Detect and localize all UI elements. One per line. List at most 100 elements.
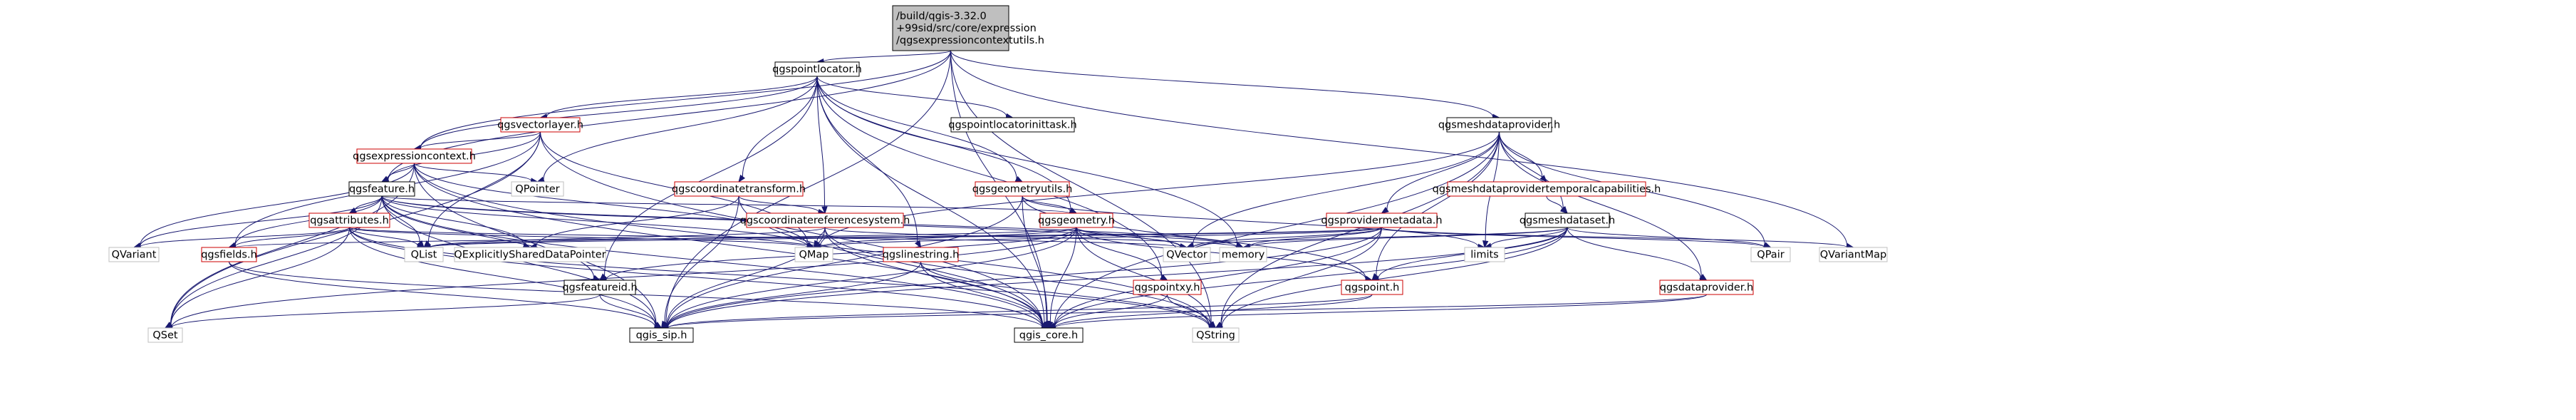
edge-qgslinestring-to-qgis_core <box>920 261 1050 329</box>
edge-qgsmeshdataprovider-to-qgsmeshdataset <box>1499 131 1568 215</box>
node-label: QPair <box>1757 250 1784 261</box>
edge-line <box>1054 294 1168 327</box>
node-qgsgeometryutils[interactable]: qgsgeometryutils.h <box>972 181 1073 197</box>
edge-line <box>742 76 818 177</box>
node-box <box>1447 181 1646 197</box>
edge-line <box>349 227 809 248</box>
node-label: QExplicitlySharedDataPointer <box>454 250 606 261</box>
node-qgspointlocatorinittask[interactable]: qgspointlocatorinittask.h <box>948 117 1077 133</box>
edge-line <box>540 131 1044 326</box>
edge-line <box>920 261 1044 325</box>
node-qgis_sip[interactable]: qgis_sip.h <box>629 327 694 343</box>
node-qgscoordinatetransform[interactable]: qgscoordinatetransform.h <box>672 181 806 197</box>
node-root[interactable]: /build/qgis-3.32.0+99sid/src/core/expres… <box>892 5 1044 51</box>
edge-qgsdataprovider-to-qgis_core <box>1047 294 1707 331</box>
edge-line <box>1386 131 1500 210</box>
node-qgspointlocator[interactable]: qgspointlocator.h <box>772 61 862 77</box>
node-box <box>975 181 1070 197</box>
node-label: qgsexpressioncontext.h <box>353 151 476 163</box>
edge-qgslinestring-to-QString <box>920 261 1217 330</box>
edge-line <box>816 76 1017 179</box>
node-QMap: QMap <box>794 247 833 262</box>
edge-line <box>1054 294 1707 328</box>
edge-line <box>665 50 951 324</box>
node-qgsmeshdataset[interactable]: qgsmeshdataset.h <box>1520 212 1615 228</box>
node-qgslinestring[interactable]: qgslinestring.h <box>883 247 960 262</box>
node-QString: QString <box>1192 327 1240 343</box>
edge-line <box>920 261 1210 327</box>
node-label: qgspointxy.h <box>1135 282 1200 294</box>
node-box <box>404 247 444 262</box>
node-qgsfields[interactable]: qgsfields.h <box>201 247 257 262</box>
node-qgis_core[interactable]: qgis_core.h <box>1014 327 1084 343</box>
node-qgsfeatureid[interactable]: qgsfeatureid.h <box>562 280 638 295</box>
edge-line <box>950 50 1848 247</box>
edge-line <box>1193 227 1382 247</box>
edge-line <box>420 76 818 148</box>
node-box <box>950 117 1075 133</box>
edge-line <box>1376 131 1500 276</box>
node-label: qgspointlocatorinittask.h <box>948 120 1076 131</box>
edge-line <box>381 195 595 278</box>
edge-qgsattributes-to-QSet <box>164 227 350 329</box>
node-layer: /build/qgis-3.32.0+99sid/src/core/expres… <box>108 5 1888 343</box>
edge-qgsmeshdataprovidertemporalcapabilities-to-qgsmeshdataset <box>1546 195 1569 214</box>
edge-line <box>666 227 826 325</box>
edge-line <box>414 163 1210 327</box>
node-qgsgeometry[interactable]: qgsgeometry.h <box>1038 212 1115 228</box>
edge-qgspointlocator-to-qgsexpressioncontext <box>413 76 818 151</box>
node-QList: QList <box>404 247 444 262</box>
edge-line <box>420 131 541 149</box>
edge-line <box>816 76 1238 245</box>
edge-line <box>1381 227 1765 247</box>
node-qgsmeshdataprovider[interactable]: qgsmeshdataprovider.h <box>1438 117 1560 133</box>
node-qgsexpressioncontext[interactable]: qgsexpressioncontext.h <box>353 148 476 164</box>
node-qgsattributes[interactable]: qgsattributes.h <box>308 212 390 228</box>
edge-root-to-qgsmeshdataprovider <box>950 50 1500 121</box>
edge-line <box>816 76 1163 277</box>
node-qgsprovidermetadata[interactable]: qgsprovidermetadata.h <box>1321 212 1443 228</box>
edge-line <box>420 50 951 148</box>
edge-line <box>387 163 415 179</box>
edge-line <box>543 76 818 180</box>
edge-line <box>1567 227 1701 278</box>
edge-line <box>1220 227 1382 325</box>
node-label: qgsdataprovider.h <box>1660 282 1754 294</box>
edge-line <box>1022 195 1479 247</box>
node-qgsdataprovider[interactable]: qgsdataprovider.h <box>1659 280 1754 295</box>
node-box <box>108 247 160 262</box>
node-qgspoint[interactable]: qgspoint.h <box>1341 280 1403 295</box>
edge-line <box>140 195 383 247</box>
edge-line <box>816 76 825 208</box>
node-box <box>794 247 833 262</box>
node-box <box>356 148 472 164</box>
edge-arrowhead <box>738 174 746 183</box>
edge-arrowhead <box>380 175 390 183</box>
node-label: qgsattributes.h <box>310 215 389 227</box>
node-qgsfeature[interactable]: qgsfeature.h <box>348 181 415 197</box>
edge-arrowhead <box>1215 322 1223 329</box>
edge-line <box>414 163 809 247</box>
edge-arrowhead <box>1160 274 1168 281</box>
edge-line <box>381 195 1071 214</box>
edge-line <box>171 227 1077 328</box>
node-label: qgsmeshdataset.h <box>1520 215 1615 227</box>
node-box <box>1014 327 1084 343</box>
node-box <box>1341 280 1403 295</box>
edge-qgsexpressioncontext-to-QPointer <box>414 163 539 184</box>
node-qgspointxy[interactable]: qgspointxy.h <box>1133 280 1202 295</box>
edge-line <box>430 227 1382 248</box>
node-label: QVariantMap <box>1820 250 1886 261</box>
node-qgscoordinatereferencesystem[interactable]: qgscoordinatereferencesystem.h <box>740 212 910 228</box>
node-label: QMap <box>799 250 829 261</box>
edge-line <box>819 131 1500 247</box>
edge-arrowhead <box>821 206 828 215</box>
edge-qgspointxy-to-QString <box>1167 294 1217 329</box>
node-qgsmeshdataprovidertemporalcapabilities[interactable]: qgsmeshdataprovidertemporalcapabilities.… <box>1433 181 1661 197</box>
edge-line <box>170 131 541 325</box>
edge-line <box>1249 227 1382 247</box>
edge-line <box>536 195 739 246</box>
edge-line <box>229 261 656 327</box>
node-qgsvectorlayer[interactable]: qgsvectorlayer.h <box>497 117 583 133</box>
